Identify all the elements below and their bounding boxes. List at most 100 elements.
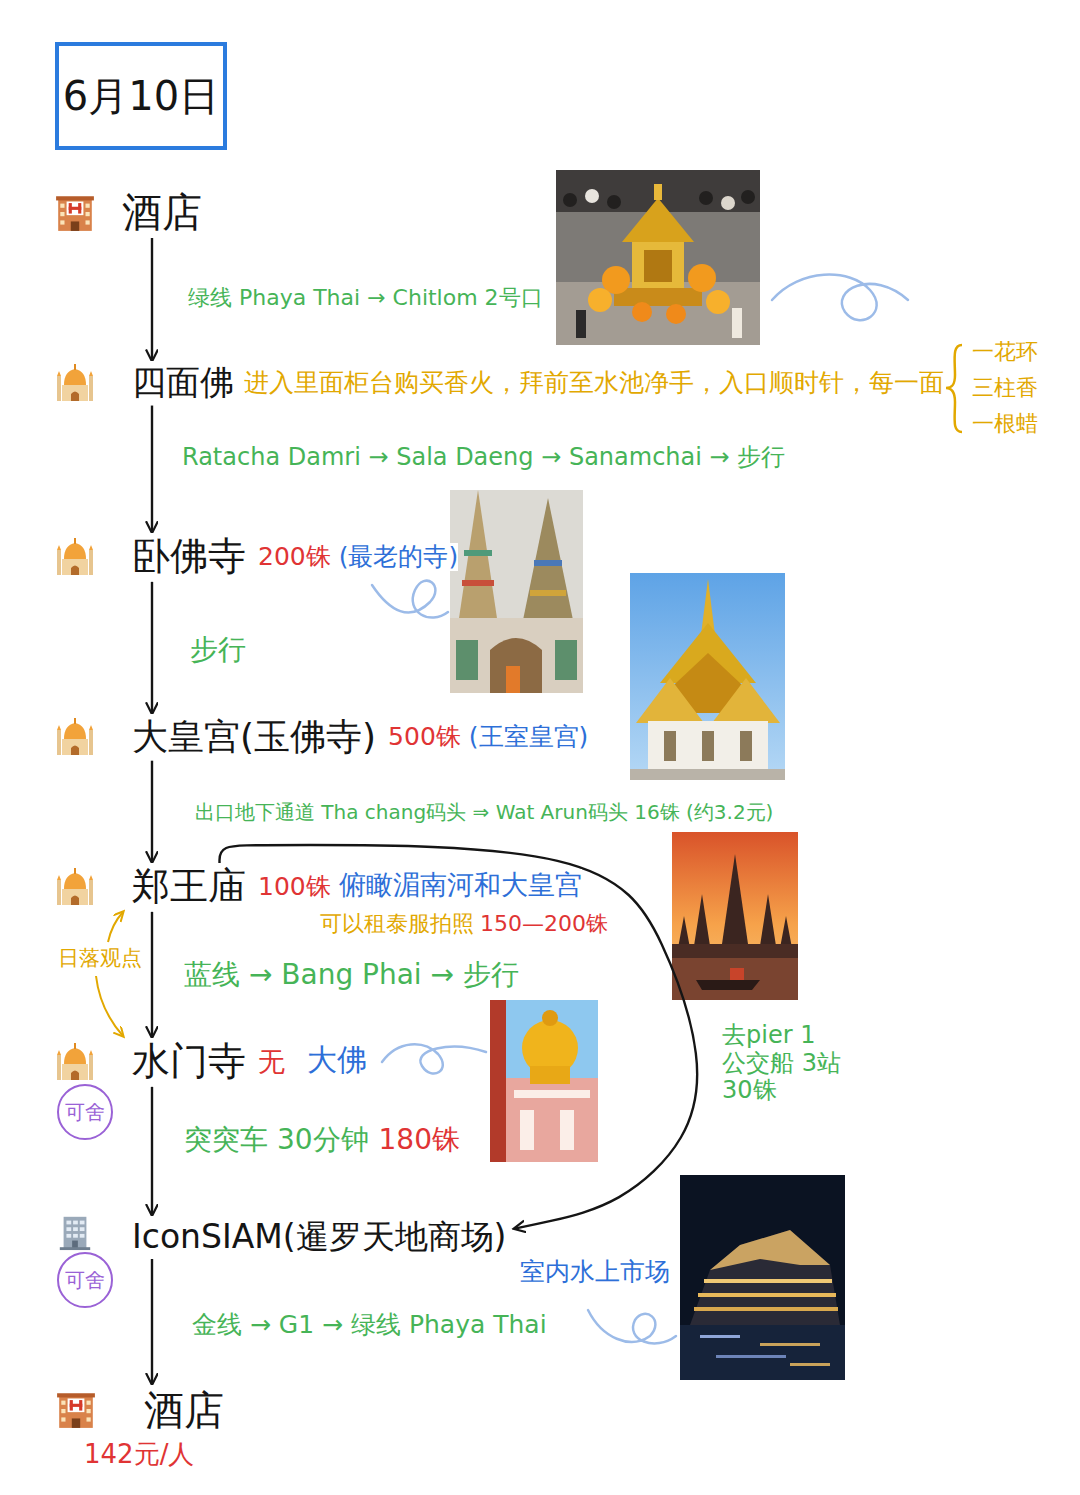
route-arrow bbox=[151, 1259, 153, 1384]
route-label: 突突车 30分钟 bbox=[184, 1124, 369, 1156]
temple-photo bbox=[450, 490, 583, 693]
palace-photo bbox=[664, 731, 676, 761]
shrine-photo bbox=[688, 264, 716, 292]
tip-note: 可以租泰服拍照 bbox=[320, 911, 474, 936]
palace-photo bbox=[636, 678, 704, 723]
shrine-photo bbox=[556, 170, 760, 345]
mall-photo bbox=[680, 1325, 845, 1380]
temple-photo bbox=[464, 550, 492, 556]
shrine-photo bbox=[614, 288, 702, 306]
mall-photo bbox=[694, 1307, 838, 1311]
temple-photo bbox=[458, 490, 498, 625]
sunset-photo bbox=[672, 958, 798, 1000]
info-note: 室内水上市场 bbox=[520, 1258, 670, 1287]
shrine-photo bbox=[632, 242, 684, 290]
route-arrow bbox=[151, 238, 153, 360]
info-note: (王室皇宫) bbox=[469, 723, 589, 752]
sunset-photo bbox=[780, 916, 792, 948]
sunset-photo bbox=[722, 854, 748, 944]
buddha-photo bbox=[514, 1090, 590, 1098]
shrine-photo bbox=[644, 250, 672, 282]
stop-icons bbox=[56, 196, 95, 1428]
mall-photo bbox=[698, 1293, 836, 1297]
temple-photo bbox=[534, 560, 562, 566]
sunset-photo bbox=[672, 832, 798, 1000]
hotel-stop: 酒店 bbox=[118, 187, 206, 237]
swirl bbox=[588, 1310, 676, 1343]
mall-photo bbox=[700, 1335, 740, 1338]
temple-photo bbox=[450, 618, 583, 693]
route-arrow bbox=[151, 912, 153, 1037]
hotel-icon bbox=[56, 196, 94, 231]
shrine-photo bbox=[556, 282, 760, 345]
sunset-photo bbox=[672, 944, 798, 958]
sunset-photo bbox=[678, 916, 690, 948]
optional-badge: 可舍 bbox=[57, 1252, 113, 1308]
sunset-photo bbox=[730, 968, 744, 980]
shrine-photo bbox=[721, 196, 735, 210]
shrine-photo bbox=[699, 191, 713, 205]
info-note: 大佛 bbox=[307, 1043, 367, 1078]
cost-total: 142元/人 bbox=[84, 1440, 194, 1470]
palace-photo bbox=[712, 678, 780, 723]
buddha-photo bbox=[490, 1000, 598, 1162]
info-note: 俯瞰湄南河和大皇宫 bbox=[339, 869, 582, 900]
palace-photo bbox=[648, 721, 768, 769]
shrine-photo bbox=[588, 288, 612, 312]
route-label: 金线 → G1 → 绿线 Phaya Thai bbox=[192, 1311, 547, 1340]
boat-route-arrow bbox=[220, 845, 698, 1229]
offering-item: 一根蜡 bbox=[972, 411, 1038, 436]
price-note: 200铢 bbox=[258, 543, 331, 572]
palace-photo bbox=[740, 731, 752, 761]
route-label: 去pier 1 公交船 3站 30铢 bbox=[722, 1022, 850, 1105]
temple-icon bbox=[57, 718, 93, 755]
stop-name: 大皇宫(玉佛寺) bbox=[132, 716, 376, 757]
price-note: 100铢 bbox=[258, 873, 331, 902]
optional-badge: 可舍 bbox=[57, 1084, 113, 1140]
temple-photo bbox=[490, 638, 542, 693]
route-label: 步行 bbox=[190, 634, 246, 666]
route-arrow bbox=[151, 582, 153, 713]
stop-name: 酒店 bbox=[122, 189, 202, 235]
temple-stop: 郑王庙 bbox=[128, 863, 250, 911]
price-note: 150—200铢 bbox=[480, 911, 608, 936]
buddha-photo bbox=[560, 1110, 574, 1150]
temple-icon bbox=[57, 1043, 93, 1080]
price-note: 180铢 bbox=[379, 1124, 460, 1156]
stop-name: 卧佛寺 bbox=[132, 535, 246, 579]
sunset-photo bbox=[672, 832, 798, 1000]
stop-name: 酒店 bbox=[144, 1387, 224, 1433]
temple-photo bbox=[522, 498, 574, 625]
temple-photo bbox=[506, 666, 520, 693]
route-label: 绿线 Phaya Thai → Chitlom 2号口 bbox=[188, 285, 543, 310]
stop-name: 水门寺 bbox=[132, 1040, 246, 1084]
shrine-photo bbox=[732, 308, 742, 338]
route-label: Ratacha Damri → Sala Daeng → Sanamchai →… bbox=[182, 444, 785, 472]
brace bbox=[946, 345, 962, 432]
mall-stop: IconSIAM(暹罗天地商场) bbox=[128, 1216, 510, 1258]
shrine-photo bbox=[576, 310, 586, 338]
viewpoint-note: 日落观点 bbox=[58, 946, 142, 970]
price-note: 无 bbox=[258, 1046, 285, 1077]
temple-stop: 四面佛 bbox=[128, 361, 238, 404]
temple-photo bbox=[462, 580, 494, 586]
pointer-line bbox=[108, 912, 123, 942]
stop-name: 四面佛 bbox=[132, 363, 234, 402]
mall-photo bbox=[690, 1230, 840, 1325]
mall-photo bbox=[680, 1175, 845, 1380]
temple-icon bbox=[57, 364, 93, 401]
temple-photo bbox=[555, 640, 577, 680]
sunset-photo bbox=[760, 894, 776, 946]
route-label: 蓝线 → Bang Phai → 步行 bbox=[184, 959, 519, 991]
mall-photo bbox=[790, 1363, 830, 1366]
temple-icon bbox=[57, 538, 93, 575]
swirl bbox=[382, 1044, 486, 1073]
mall-photo bbox=[716, 1355, 786, 1358]
mall-photo bbox=[760, 1343, 820, 1346]
buddha-photo bbox=[490, 1000, 506, 1162]
mall-photo bbox=[710, 1230, 830, 1270]
shrine-photo bbox=[632, 302, 652, 322]
route-label: 出口地下通道 Tha chang码头 ⇒ Wat Arun码头 16铢 (约3.… bbox=[195, 801, 773, 824]
buddha-photo bbox=[520, 1110, 534, 1150]
